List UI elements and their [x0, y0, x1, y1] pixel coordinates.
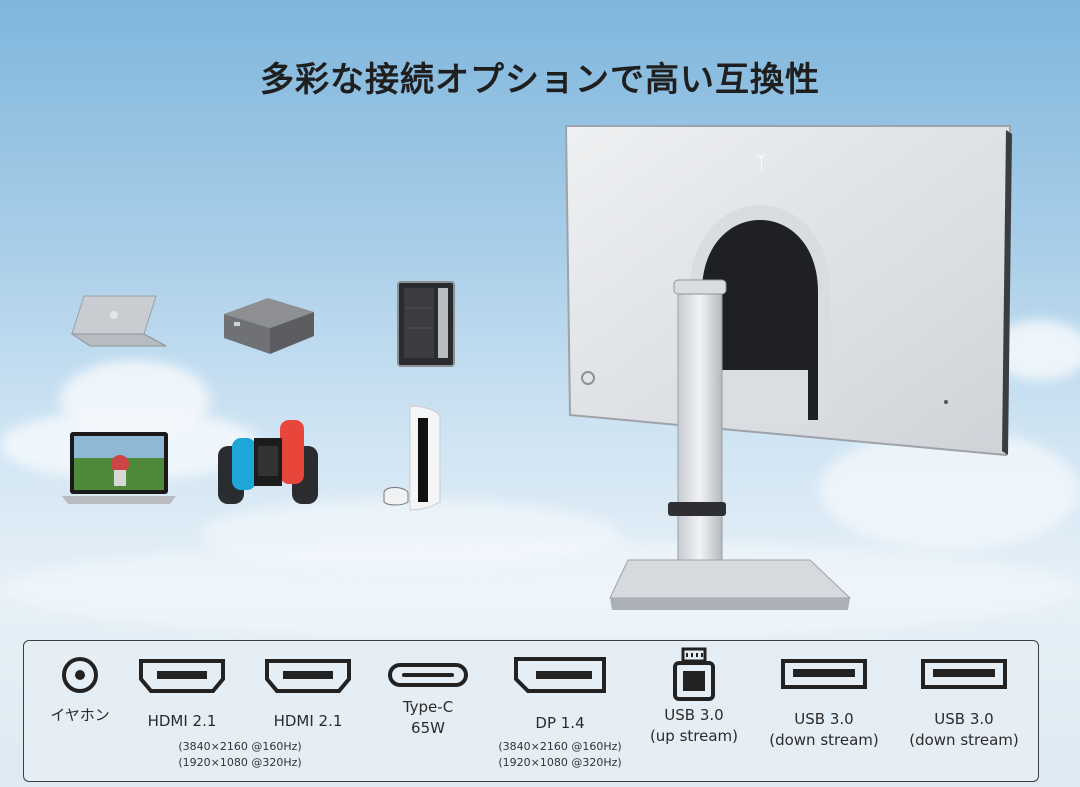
port-hdmi-2: HDMI 2.1	[258, 655, 358, 732]
port-usb-downstream-2: USB 3.0 (down stream)	[904, 655, 1024, 751]
pc-tower-icon	[397, 281, 455, 367]
resolution-line: (3840×2160 @160Hz)	[498, 740, 622, 753]
port-label: Type-C	[402, 698, 454, 716]
port-label-2: (up stream)	[649, 727, 739, 745]
usb-a-icon	[781, 659, 867, 689]
monitor-back-icon: ᛉ	[564, 125, 1012, 610]
page-title: 多彩な接続オプションで高い互換性	[260, 60, 820, 100]
port-hdmi-1: HDMI 2.1	[132, 655, 232, 732]
resolution-line: (1920×1080 @320Hz)	[498, 756, 622, 769]
resolution-line: (3840×2160 @160Hz)	[178, 740, 302, 753]
laptop-silver-icon	[70, 295, 167, 347]
port-panel	[23, 640, 1039, 782]
laptop-game-screen-icon	[62, 432, 176, 504]
port-usb-downstream-1: USB 3.0 (down stream)	[764, 655, 884, 751]
port-earphone: イヤホン	[30, 655, 130, 726]
port-label: イヤホン	[50, 706, 110, 724]
cloud	[0, 540, 1080, 640]
hdmi-icon	[265, 659, 351, 693]
svg-text:ᛉ: ᛉ	[756, 152, 767, 173]
usb-b-icon	[673, 647, 715, 701]
mini-pc-icon	[224, 298, 314, 354]
port-usb-upstream: USB 3.0 (up stream)	[644, 645, 744, 747]
resolution-line: (1920×1080 @320Hz)	[178, 756, 302, 769]
port-label: HDMI 2.1	[273, 712, 343, 730]
port-label: USB 3.0	[794, 710, 854, 728]
port-label: DP 1.4	[535, 714, 585, 732]
type-c-icon	[388, 663, 468, 687]
port-label: USB 3.0	[664, 706, 724, 724]
usb-a-icon	[921, 659, 1007, 689]
game-console-vertical-icon	[383, 405, 441, 511]
dp-resolution-note: (3840×2160 @160Hz) (1920×1080 @320Hz)	[470, 739, 650, 771]
port-label-2: 65W	[411, 719, 445, 737]
game-console-handheld-icon	[218, 420, 318, 504]
displayport-icon	[514, 657, 606, 693]
port-label-2: (down stream)	[909, 731, 1019, 749]
port-displayport: DP 1.4	[510, 655, 610, 734]
hdmi-icon	[139, 659, 225, 693]
hdmi-resolution-note: (3840×2160 @160Hz) (1920×1080 @320Hz)	[150, 739, 330, 771]
port-label-2: (down stream)	[769, 731, 879, 749]
port-label: HDMI 2.1	[147, 712, 217, 730]
port-type-c: Type-C 65W	[378, 655, 478, 739]
audio-jack-icon	[62, 657, 98, 693]
port-label: USB 3.0	[934, 710, 994, 728]
